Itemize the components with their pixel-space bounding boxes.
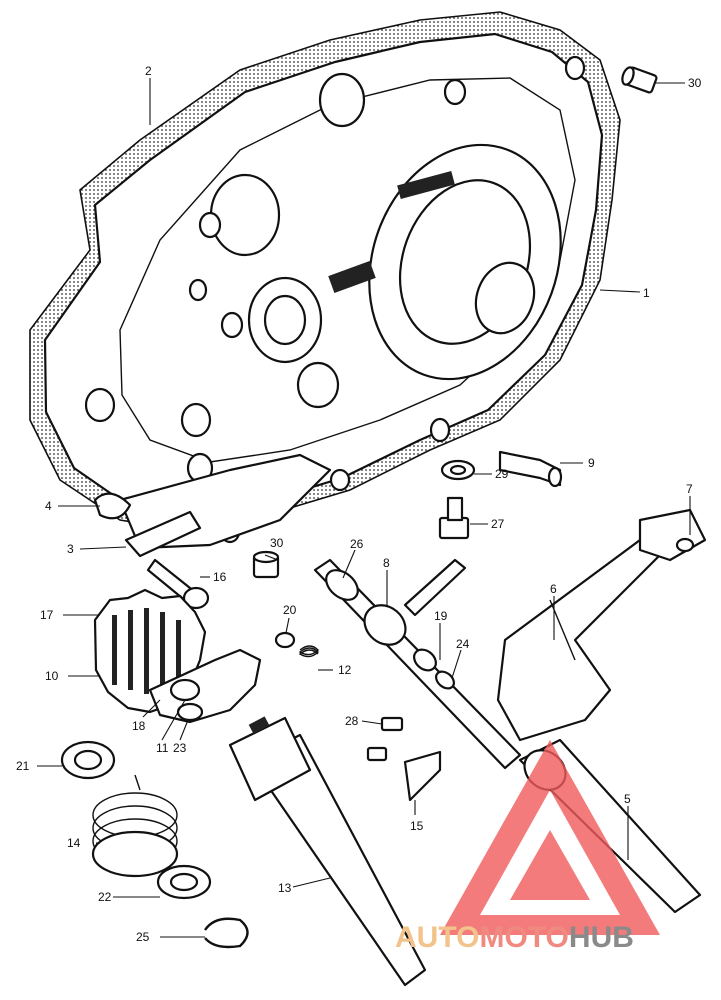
washer-21 bbox=[60, 740, 116, 780]
callout-27: 27 bbox=[491, 517, 505, 531]
small-bolts-28 bbox=[366, 716, 404, 762]
cover-opening-2 bbox=[397, 170, 455, 200]
callout-19: 19 bbox=[434, 609, 448, 623]
callout-6: 6 bbox=[550, 582, 557, 596]
bushing-30-lower bbox=[252, 550, 280, 579]
collar-26 bbox=[325, 569, 359, 601]
callout-21: 21 bbox=[16, 759, 30, 773]
callout-14: 14 bbox=[67, 836, 81, 850]
drum-8-arm bbox=[403, 558, 467, 617]
callout-4: 4 bbox=[45, 499, 52, 513]
lever-plate-3 bbox=[124, 510, 202, 558]
washer-20 bbox=[274, 631, 296, 649]
callout-labels: 1 2 3 4 5 6 7 8 9 10 11 12 13 14 15 16 1… bbox=[16, 64, 702, 944]
shaft-13 bbox=[228, 716, 427, 987]
shift-fork-6 bbox=[496, 508, 707, 742]
boss-lower bbox=[296, 361, 340, 409]
callout-7: 7 bbox=[686, 482, 693, 496]
shift-drum-assembly bbox=[313, 558, 522, 770]
callout-24: 24 bbox=[456, 637, 470, 651]
spring-clip-4 bbox=[93, 492, 132, 520]
boss-upper-left bbox=[209, 173, 281, 257]
callout-20: 20 bbox=[283, 603, 297, 617]
bolt-7 bbox=[675, 537, 695, 553]
callout-28-bolts: 28 bbox=[345, 714, 359, 728]
watermark-text: AUTOMOTOHUB bbox=[395, 921, 634, 954]
callout-30-top: 30 bbox=[688, 76, 702, 90]
leader-lines bbox=[37, 78, 691, 938]
bushing-30-top bbox=[621, 66, 658, 94]
circlip-25 bbox=[204, 917, 249, 949]
boss-top bbox=[318, 72, 366, 128]
shaft-13-spline bbox=[248, 716, 270, 734]
callout-8: 8 bbox=[383, 556, 390, 570]
cover-opening-1 bbox=[328, 261, 376, 293]
callout-15: 15 bbox=[410, 819, 424, 833]
drum-8 bbox=[363, 604, 407, 646]
callout-9: 9 bbox=[588, 456, 595, 470]
callout-18: 18 bbox=[132, 719, 146, 733]
spring-12 bbox=[298, 645, 319, 658]
washer-19 bbox=[413, 648, 437, 672]
flange-bolt-holes bbox=[84, 55, 586, 544]
shift-plate-hole bbox=[169, 678, 201, 702]
crankcase-cover bbox=[29, 11, 621, 550]
watermark-hub: HUB bbox=[569, 921, 634, 954]
bolt-27 bbox=[438, 496, 470, 540]
callout-25: 25 bbox=[136, 930, 150, 944]
gear-assembly bbox=[93, 588, 262, 724]
watermark-moto: MOTO bbox=[479, 921, 568, 954]
callout-30-lower: 30 bbox=[270, 536, 284, 550]
return-spring-14 bbox=[91, 774, 179, 878]
shift-plate-11 bbox=[148, 648, 262, 724]
callout-5: 5 bbox=[624, 792, 631, 806]
callout-29: 29 bbox=[495, 467, 509, 481]
watermark-logo: AUTOMOTOHUB bbox=[395, 740, 660, 954]
callout-2: 2 bbox=[145, 64, 152, 78]
callout-10: 10 bbox=[45, 669, 59, 683]
callout-11: 11 bbox=[156, 741, 169, 755]
callout-1: 1 bbox=[643, 286, 650, 300]
gear-teeth bbox=[112, 608, 181, 694]
callout-3: 3 bbox=[67, 542, 74, 556]
bearing-boss-large bbox=[368, 143, 562, 381]
watermark-auto: AUTO bbox=[395, 921, 479, 954]
boss-center-inner bbox=[263, 294, 307, 346]
detent-plunger-9 bbox=[498, 450, 563, 488]
callout-22: 22 bbox=[98, 890, 112, 904]
watermark-triangle-icon bbox=[440, 740, 660, 935]
washer-29 bbox=[440, 459, 476, 481]
washer-22 bbox=[156, 864, 212, 900]
bracket-15 bbox=[403, 750, 442, 802]
callout-17: 17 bbox=[40, 608, 54, 622]
callout-13: 13 bbox=[278, 881, 292, 895]
washer-24 bbox=[435, 670, 455, 690]
callout-26: 26 bbox=[350, 537, 364, 551]
callout-12: 12 bbox=[338, 663, 352, 677]
callout-16: 16 bbox=[213, 570, 227, 584]
callout-23: 23 bbox=[173, 741, 187, 755]
